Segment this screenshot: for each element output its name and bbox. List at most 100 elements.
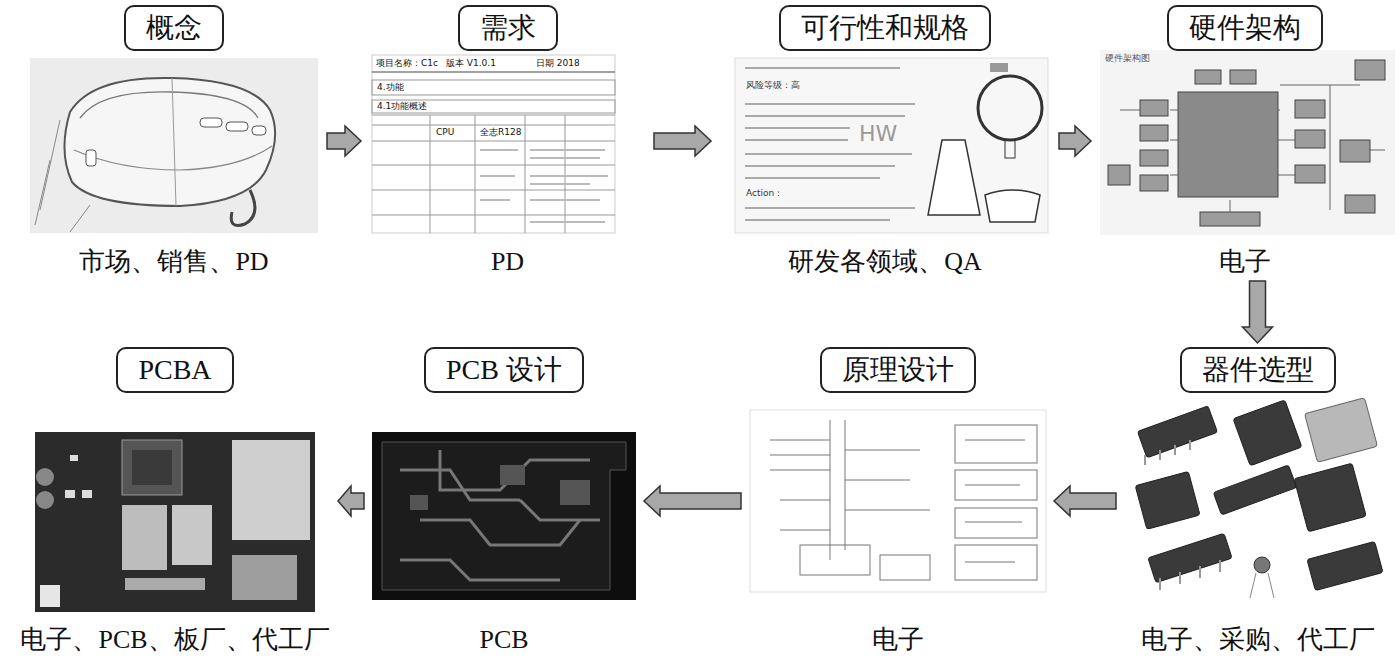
illustration-part <box>82 490 92 498</box>
illustration-part <box>232 440 310 540</box>
illustration-part <box>172 78 176 206</box>
process-step: 器件选型电子、采购、代工厂 <box>1120 347 1395 655</box>
illustration-part <box>965 485 1020 486</box>
document-text: Action： <box>745 188 784 198</box>
illustration-part <box>845 420 846 550</box>
illustration-part <box>1355 60 1385 80</box>
illustration-part <box>252 126 266 135</box>
illustration-part <box>1233 400 1302 466</box>
illustration-part <box>845 450 920 451</box>
step-title: PCBA <box>116 347 233 393</box>
illustration-part <box>770 455 830 456</box>
illustration-part <box>965 440 1025 441</box>
step-roles: 电子 <box>1219 246 1271 277</box>
illustration-part <box>1195 70 1221 84</box>
illustration-part <box>64 78 275 206</box>
illustration-part <box>1345 195 1375 213</box>
illustration-part <box>745 177 880 179</box>
illustration-part <box>1295 130 1325 148</box>
illustration-part <box>530 157 600 159</box>
illustration-part <box>530 175 608 177</box>
illustration-part <box>1230 70 1256 84</box>
document-text: HW <box>858 121 898 146</box>
illustration-part <box>372 190 615 191</box>
illustration-part <box>745 127 850 129</box>
illustration-part <box>132 450 172 485</box>
illustration-part <box>480 149 518 151</box>
illustration-part <box>1250 573 1256 598</box>
illustration-part <box>36 491 54 509</box>
illustration-part <box>530 199 600 201</box>
illustration-part <box>400 560 560 580</box>
component-photos <box>1135 398 1383 598</box>
step-title: 硬件架构 <box>1167 5 1323 51</box>
illustration-part <box>745 139 848 141</box>
illustration-part <box>1120 110 1140 111</box>
illustration-part <box>525 115 526 233</box>
illustration-part <box>770 440 830 441</box>
illustration-part <box>745 219 890 221</box>
document-text: 硬件架构图 <box>1104 53 1151 63</box>
illustration-part <box>1174 445 1176 455</box>
illustration-part <box>1108 165 1130 185</box>
illustration-part <box>1144 455 1146 465</box>
illustration-part <box>965 522 1022 523</box>
illustration-part <box>955 470 1037 500</box>
illustration-part <box>880 555 930 580</box>
step-roles: 电子、PCB、板厂、代工厂 <box>20 624 329 655</box>
illustration-part <box>410 495 428 510</box>
illustration-part <box>372 215 615 216</box>
step-roles: 市场、销售、PD <box>79 246 268 277</box>
illustration-part <box>1330 85 1331 210</box>
illustration-part <box>35 120 90 232</box>
illustration-part <box>86 150 96 166</box>
step-roles: PD <box>491 246 524 277</box>
illustration-part <box>1295 100 1325 118</box>
illustration-part <box>372 165 615 166</box>
step-title: 器件选型 <box>1180 347 1336 393</box>
illustration-part <box>400 450 600 580</box>
illustration-part <box>1140 125 1168 141</box>
illustration-part <box>955 425 1037 463</box>
illustration-part <box>1148 533 1232 582</box>
illustration-part <box>1280 85 1360 86</box>
illustration-part <box>750 410 1046 592</box>
illustration-part <box>122 505 167 570</box>
illustration-part <box>780 500 830 501</box>
illustration-part <box>1145 440 1220 590</box>
illustration-part <box>70 455 78 461</box>
illustration-part <box>530 221 605 223</box>
document-text: CPU <box>435 127 455 137</box>
illustration-part <box>420 520 580 545</box>
illustration-part <box>65 455 92 498</box>
illustration-part <box>990 63 1008 72</box>
illustration-part <box>40 585 60 607</box>
illustration-part <box>1189 440 1191 450</box>
illustration-part <box>928 140 980 215</box>
illustration-part <box>1140 150 1168 166</box>
illustration-part <box>1295 165 1325 183</box>
illustration-part <box>1159 450 1161 460</box>
concept-sketch <box>30 58 318 233</box>
document-text: 项目名称：C1c <box>375 58 439 68</box>
illustration-part <box>1268 573 1274 598</box>
step-title: PCB 设计 <box>424 347 584 393</box>
illustration-part <box>372 55 615 233</box>
illustration-part <box>735 58 1048 233</box>
illustration-part <box>780 530 830 531</box>
flow-arrow <box>654 126 711 156</box>
illustration-part <box>1200 212 1260 226</box>
flow-arrow <box>1243 281 1273 343</box>
flow-arrow <box>327 126 361 156</box>
document-text: 风险等级：高 <box>745 80 801 90</box>
illustration-part <box>430 115 431 233</box>
illustration-part <box>226 122 248 131</box>
illustration-part <box>830 420 831 560</box>
illustration-part <box>1140 100 1168 116</box>
document-text: 4.功能 <box>376 82 405 92</box>
illustration-part <box>475 115 476 233</box>
illustration-part <box>955 545 1037 580</box>
